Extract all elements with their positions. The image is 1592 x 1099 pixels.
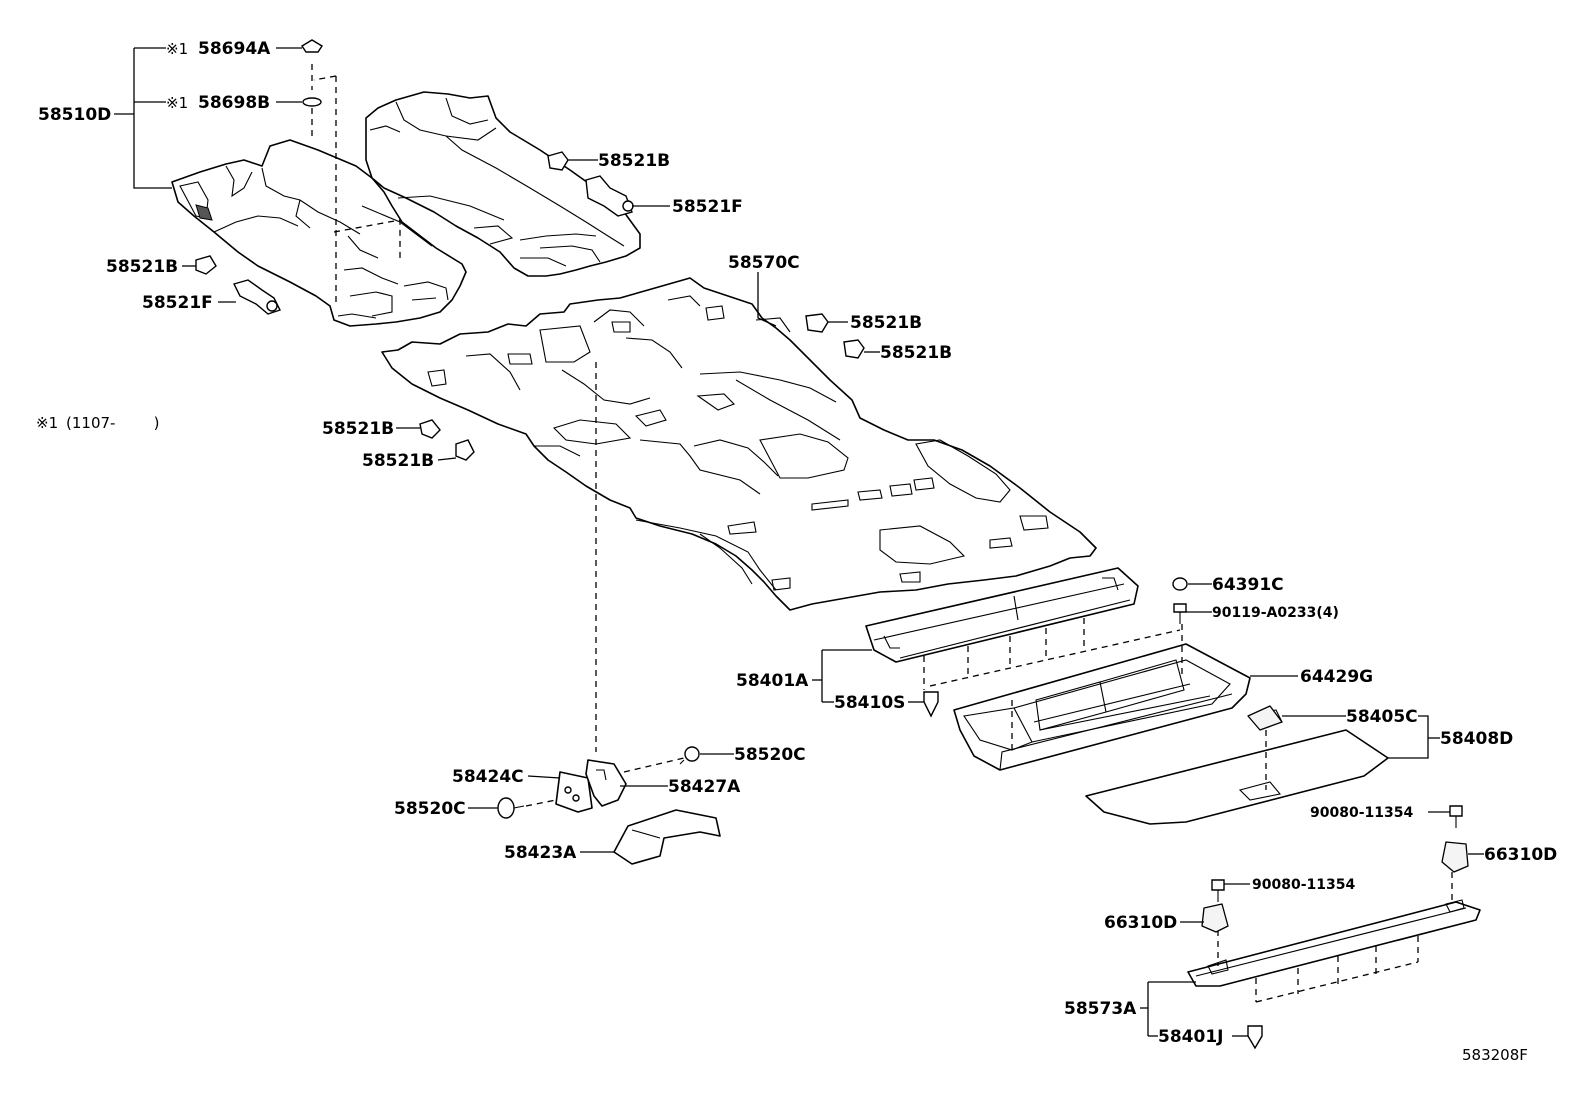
label-58423A: 58423A: [504, 843, 577, 863]
storage-tray: [953, 624, 1251, 771]
label-64391C: 64391C: [1212, 575, 1284, 595]
bracket-parts: [525, 362, 721, 865]
label-58573A: 58573A: [1064, 999, 1137, 1019]
label-58521B-r2: 58521B: [880, 343, 952, 363]
label-90119-A0233: 90119-A0233(4): [1212, 605, 1339, 621]
label-58401J: 58401J: [1158, 1027, 1223, 1047]
main-carpet: [381, 277, 1097, 611]
diagram-code: 583208F: [1462, 1046, 1528, 1064]
label-58405C: 58405C: [1346, 707, 1418, 727]
mark-58694A: ※1: [166, 40, 188, 58]
tray-cover: [1085, 705, 1389, 825]
label-64429G: 64429G: [1300, 667, 1373, 687]
label-66310D-right: 66310D: [1484, 845, 1557, 865]
label-58410S: 58410S: [834, 693, 905, 713]
label-58698B: 58698B: [198, 93, 270, 113]
clips: [195, 39, 1469, 1050]
front-dash-lines: [311, 64, 401, 302]
rear-sill: [1187, 872, 1481, 1003]
note-mark: ※1: [36, 414, 58, 432]
label-58521B-m1: 58521B: [322, 419, 394, 439]
note-range: (1107- ): [66, 414, 159, 432]
front-carpet: [171, 139, 467, 327]
label-58427A: 58427A: [668, 777, 741, 797]
label-58424C: 58424C: [452, 767, 524, 787]
label-58521B-m2: 58521B: [362, 451, 434, 471]
label-66310D-left: 66310D: [1104, 913, 1177, 933]
label-58521B-top: 58521B: [598, 151, 670, 171]
tunnel-carpet: [365, 91, 641, 277]
label-58521F-left: 58521F: [142, 293, 213, 313]
label-90080-11354-left: 90080-11354: [1252, 877, 1355, 893]
label-58401A: 58401A: [736, 671, 809, 691]
label-58510D: 58510D: [38, 105, 111, 125]
label-58520C-right: 58520C: [734, 745, 806, 765]
label-58570C: 58570C: [728, 253, 800, 273]
step-plate: [865, 567, 1181, 690]
labels: ※1 58694A ※1 58698B 58510D 58521B 58521F…: [36, 39, 1557, 1064]
label-58520C-left: 58520C: [394, 799, 466, 819]
label-58694A: 58694A: [198, 39, 271, 59]
label-58521B-left: 58521B: [106, 257, 178, 277]
leader-lines: [114, 47, 1484, 1037]
label-90080-11354-right: 90080-11354: [1310, 805, 1413, 821]
label-58521B-r1: 58521B: [850, 313, 922, 333]
mark-58698B: ※1: [166, 94, 188, 112]
label-58408D: 58408D: [1440, 729, 1513, 749]
label-58521F-top: 58521F: [672, 197, 743, 217]
